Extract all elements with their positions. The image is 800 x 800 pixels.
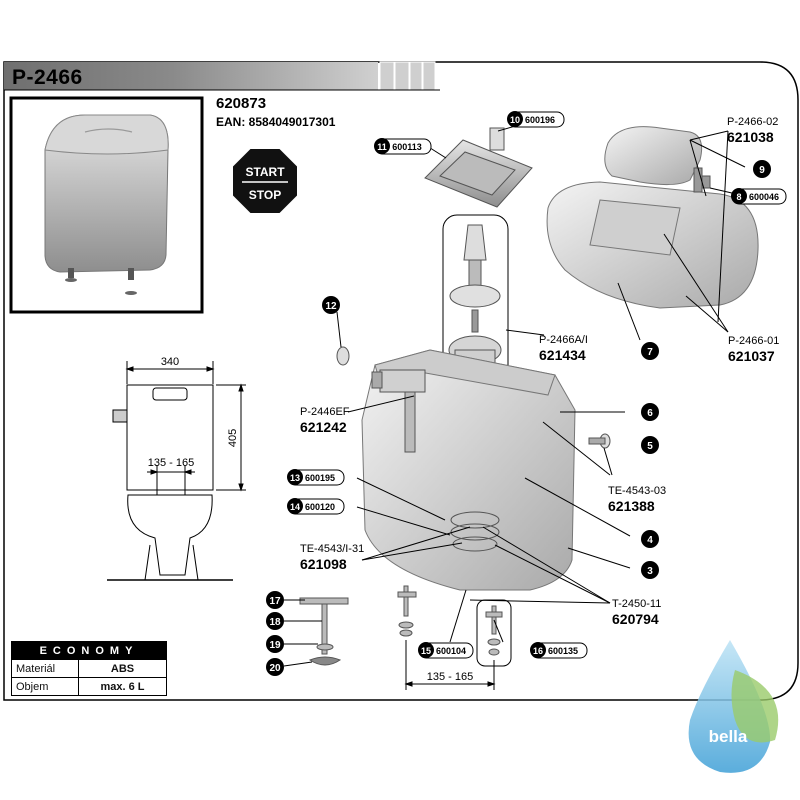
- callout-15: 15 600104: [418, 642, 474, 659]
- svg-text:19: 19: [269, 640, 281, 651]
- part-p2446ef-code: 621242: [300, 419, 347, 435]
- callout-12: 12: [322, 296, 340, 314]
- part-p246602-name: P-2466-02: [727, 116, 778, 128]
- product-code: 620873: [216, 95, 266, 112]
- svg-text:600196: 600196: [525, 115, 555, 125]
- economy-table: ECONOMY Materiál ABS Objem max. 6 L: [11, 641, 167, 696]
- part-p246602-code: 621038: [727, 129, 774, 145]
- callout-10: 10 600196: [507, 111, 565, 128]
- callout-19: 19: [266, 635, 284, 653]
- part-te4543i31-code: 621098: [300, 556, 347, 572]
- svg-text:11: 11: [377, 142, 387, 152]
- svg-text:4: 4: [647, 535, 653, 546]
- svg-text:600195: 600195: [305, 473, 335, 483]
- svg-text:6: 6: [647, 408, 653, 419]
- svg-text:20: 20: [269, 663, 281, 674]
- svg-text:600104: 600104: [436, 646, 466, 656]
- outlet-rings: [450, 511, 500, 552]
- part-te454303-name: TE-4543-03: [608, 485, 666, 497]
- callout-11: 11 600113: [374, 138, 432, 155]
- svg-text:3: 3: [647, 566, 653, 577]
- part-p2466ai-code: 621434: [539, 347, 586, 363]
- dimension-bolt-span-bottom: 135 - 165: [427, 671, 473, 683]
- callout-6: 6: [641, 403, 659, 421]
- callout-17: 17: [266, 591, 284, 609]
- volume-label: Objem: [11, 677, 79, 696]
- technical-drawing: [107, 361, 246, 581]
- material-value: ABS: [78, 659, 167, 678]
- svg-text:STOP: STOP: [249, 188, 281, 202]
- svg-text:bella: bella: [709, 727, 748, 746]
- bolt-parts: [485, 605, 503, 656]
- material-label: Materiál: [11, 659, 79, 678]
- part-t245011-code: 620794: [612, 611, 659, 627]
- screw-part: [588, 433, 611, 449]
- bella-logo: bella: [688, 640, 779, 773]
- part-t245011-name: T-2450-11: [612, 598, 661, 610]
- part-p2446ef-name: P-2446EF: [300, 406, 350, 418]
- svg-text:18: 18: [269, 617, 281, 628]
- lid-button: [604, 126, 703, 186]
- leader-lines: [283, 120, 746, 667]
- svg-text:9: 9: [759, 165, 765, 176]
- callout-5: 5: [641, 436, 659, 454]
- callout-16: 16 600135: [530, 642, 588, 659]
- dimension-width: 340: [161, 356, 179, 368]
- callout-18: 18: [266, 612, 284, 630]
- svg-text:600120: 600120: [305, 502, 335, 512]
- header-stripes: [379, 61, 436, 91]
- economy-header: ECONOMY: [11, 641, 167, 660]
- part-te454303-code: 621388: [608, 498, 655, 514]
- part-p246601-code: 621037: [728, 348, 775, 364]
- bolt-legend: [299, 597, 349, 666]
- callout-20: 20: [266, 658, 284, 676]
- callout-8: 8 600046: [731, 188, 787, 205]
- callout-4: 4: [641, 530, 659, 548]
- table-row: Objem max. 6 L: [11, 677, 167, 696]
- svg-text:12: 12: [325, 301, 337, 312]
- dimension-bolt-span-left: 135 - 165: [148, 457, 194, 469]
- callout-13: 13 600195: [287, 469, 345, 486]
- svg-text:17: 17: [269, 596, 281, 607]
- header-bar: [4, 62, 378, 90]
- svg-text:14: 14: [290, 502, 300, 512]
- callout-3: 3: [641, 561, 659, 579]
- svg-text:5: 5: [647, 441, 653, 452]
- callout-7: 7: [641, 342, 659, 360]
- page-title: P-2466: [12, 66, 83, 89]
- cistern-lid: [546, 181, 759, 309]
- gasket-ring: [336, 346, 350, 366]
- svg-text:15: 15: [421, 646, 431, 656]
- dimension-height: 405: [227, 429, 239, 447]
- svg-text:10: 10: [510, 115, 520, 125]
- svg-text:8: 8: [736, 192, 741, 202]
- svg-text:START: START: [245, 165, 285, 179]
- svg-text:16: 16: [533, 646, 543, 656]
- fill-valve: [371, 369, 426, 453]
- svg-text:13: 13: [290, 473, 300, 483]
- volume-value: max. 6 L: [78, 677, 167, 696]
- ean-number: EAN: 8584049017301: [216, 115, 336, 129]
- mounting-bolts: [397, 585, 417, 637]
- callout-14: 14 600120: [287, 498, 345, 515]
- svg-text:600046: 600046: [749, 192, 779, 202]
- svg-text:600135: 600135: [548, 646, 578, 656]
- bottom-dimension: [404, 640, 496, 690]
- part-te4543i31-name: TE-4543/I-31: [300, 543, 364, 555]
- callout-9: 9: [753, 160, 771, 178]
- svg-text:7: 7: [647, 347, 653, 358]
- svg-text:600113: 600113: [392, 142, 422, 152]
- part-p2466ai-name: P-2466A/I: [539, 334, 588, 346]
- table-row: Materiál ABS: [11, 659, 167, 678]
- flush-plate-assembly: [424, 127, 533, 208]
- start-stop-icon: START STOP: [231, 147, 299, 215]
- lid-clip: [693, 167, 711, 193]
- part-p246601-name: P-2466-01: [728, 335, 779, 347]
- cistern-photo: [44, 114, 169, 295]
